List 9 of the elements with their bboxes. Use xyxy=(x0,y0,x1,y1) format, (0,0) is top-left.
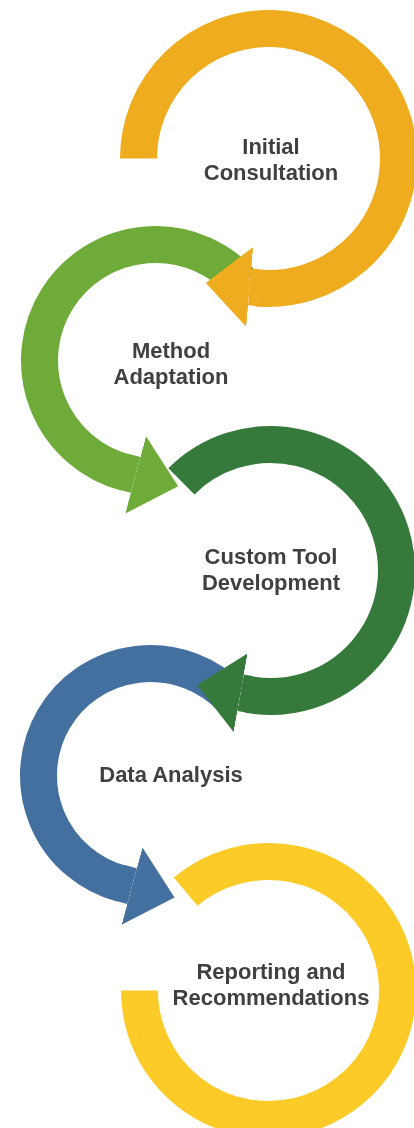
arrow xyxy=(119,436,179,514)
stage-label: Custom Tool Development xyxy=(200,544,342,596)
arrow xyxy=(205,247,260,327)
stage-label: Reporting and Recommendations xyxy=(171,959,371,1011)
arrow xyxy=(197,653,253,733)
stage-label: Initial Consultation xyxy=(202,134,340,186)
stage-label: Data Analysis xyxy=(98,762,244,788)
arrow xyxy=(115,847,175,925)
stage-label: Method Adaptation xyxy=(112,338,230,390)
